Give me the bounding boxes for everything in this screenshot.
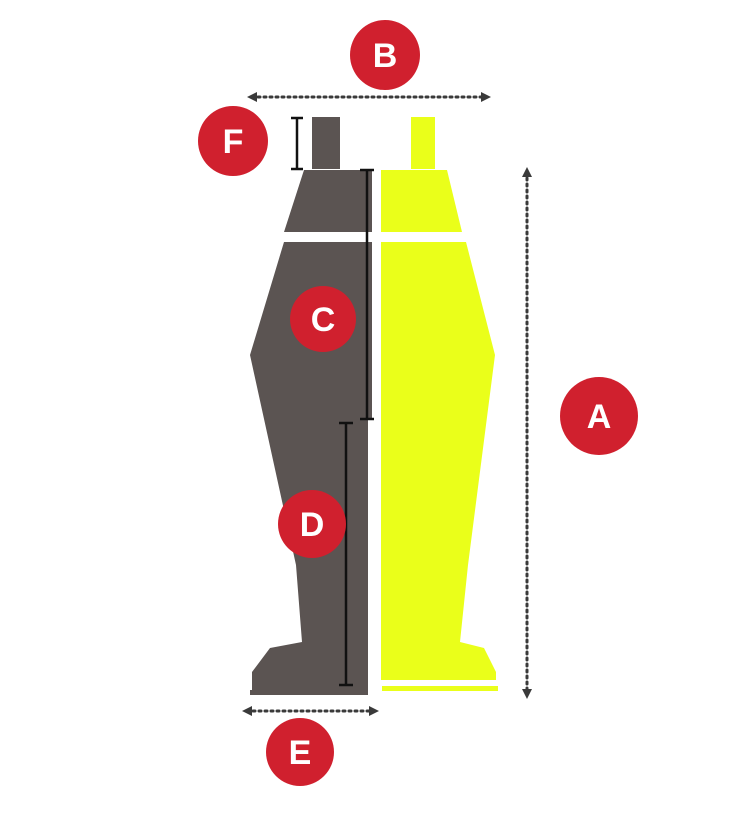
dimension-c-bracket [360, 168, 374, 421]
dimension-d-bracket [339, 421, 353, 687]
badge-f-label: F [223, 123, 244, 161]
badge-b: B [350, 20, 420, 90]
badge-c: C [290, 286, 356, 352]
right-upper-section [381, 170, 462, 232]
badge-a-label: A [587, 398, 612, 436]
left-strap-tab [312, 117, 340, 169]
right-strap-tab [411, 117, 435, 169]
badge-e-label: E [289, 734, 312, 772]
badge-e: E [266, 718, 334, 786]
dimension-f-bracket [291, 116, 303, 171]
badge-b-label: B [373, 37, 398, 75]
right-sole [382, 686, 498, 691]
left-leg-section [250, 242, 372, 690]
badge-d: D [278, 490, 346, 558]
left-sole [250, 690, 368, 695]
badge-f: F [198, 106, 268, 176]
right-wader-half [381, 117, 498, 691]
badge-d-label: D [300, 506, 325, 544]
right-leg-section [381, 242, 496, 680]
badge-a: A [560, 377, 638, 455]
left-upper-section [284, 170, 372, 232]
left-wader-half [250, 117, 372, 695]
badge-c-label: C [311, 301, 336, 339]
